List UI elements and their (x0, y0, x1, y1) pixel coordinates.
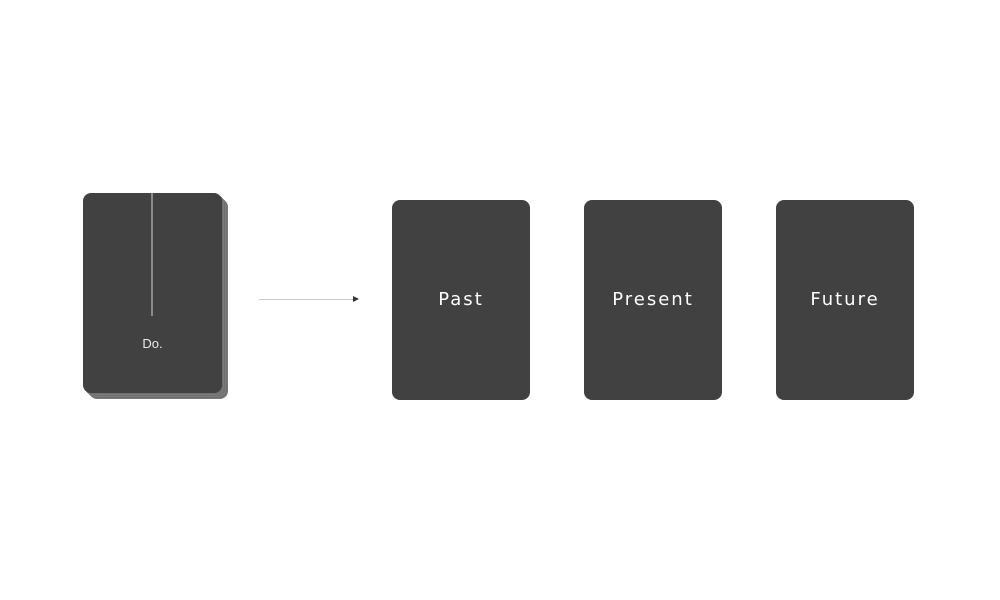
card-present: Present (584, 200, 722, 400)
deck-label: Do. (142, 336, 163, 351)
deck-top-card: Do. (83, 193, 222, 393)
arrow-line (259, 299, 353, 300)
card-future: Future (776, 200, 914, 400)
card-label: Future (810, 289, 880, 310)
deck-divider-line (151, 193, 153, 316)
card-past: Past (392, 200, 530, 400)
card-label: Present (612, 289, 694, 310)
arrow-right-icon (353, 296, 359, 302)
card-label: Past (438, 289, 484, 310)
